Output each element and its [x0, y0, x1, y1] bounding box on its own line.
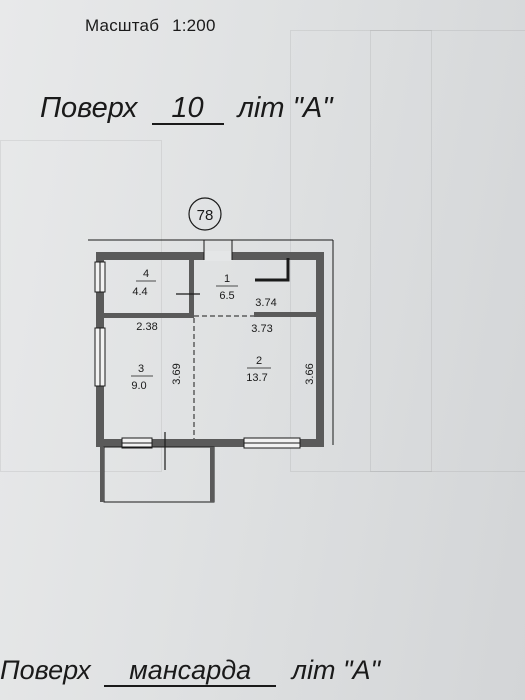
dim-room1-width: 3.74 — [255, 297, 276, 309]
dim-room2-depth: 3.66 — [304, 363, 316, 384]
niche — [255, 258, 290, 282]
apartment-number: 78 — [197, 207, 214, 224]
background-table-ghost — [290, 30, 525, 472]
wall-room4-room1 — [189, 260, 194, 318]
dim-room2-width: 3.73 — [251, 323, 272, 335]
room-4-area: 4.4 — [132, 286, 147, 298]
room-4-label: 4 4.4 — [132, 268, 156, 298]
room-2-label: 2 13.7 — [246, 355, 271, 384]
floor-prefix: Поверх — [40, 92, 138, 124]
wall-room4-room3 — [104, 313, 192, 318]
balcony — [103, 446, 215, 503]
wall-room1-room2 — [254, 312, 322, 317]
next-floor-name: мансарда — [104, 655, 277, 687]
background-table-ghost — [0, 140, 162, 472]
floor-title: Поверх 10 літ "А" — [40, 92, 333, 125]
room-3-number: 3 — [138, 363, 144, 375]
apartment-number-circle — [188, 197, 222, 231]
background-table-ghost — [370, 30, 432, 472]
top-opening — [204, 251, 232, 261]
floor-lit: літ "А" — [237, 92, 333, 124]
next-floor-prefix: Поверх — [0, 655, 91, 685]
next-floor-title: Поверх мансарда літ "А" — [0, 655, 380, 687]
room-3-label: 3 9.0 — [131, 363, 153, 392]
scale-line: Масштаб 1:200 — [85, 16, 216, 36]
scale-label: Масштаб — [85, 16, 160, 35]
next-floor-lit: літ "А" — [291, 655, 381, 685]
floor-number: 10 — [151, 93, 224, 125]
room-1-area: 6.5 — [219, 290, 234, 302]
scale-value: 1:200 — [172, 16, 216, 35]
dim-room3-width: 2.38 — [136, 321, 157, 333]
wall-right — [316, 252, 324, 447]
wall-bottom — [96, 439, 324, 447]
room-3-area: 9.0 — [131, 380, 146, 392]
room-2-number: 2 — [256, 355, 262, 367]
room-1-number: 1 — [224, 273, 230, 285]
room-1-label: 1 6.5 — [216, 273, 238, 302]
dim-room3-depth: 3.69 — [171, 363, 183, 384]
room-4-number: 4 — [143, 268, 149, 280]
room-2-area: 13.7 — [246, 372, 267, 384]
